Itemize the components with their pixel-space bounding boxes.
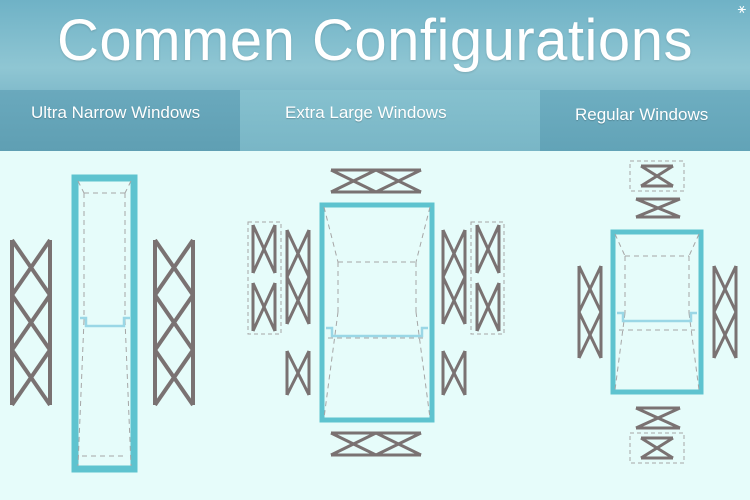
column-label-regular: Regular Windows bbox=[575, 105, 709, 124]
column-label-extra-large: Extra Large Windows bbox=[285, 103, 447, 122]
extra-large-left-dashed-box bbox=[247, 221, 282, 335]
extra-large-right-lower-truss-brace bbox=[441, 350, 467, 396]
ultra-narrow-left-truss-brace bbox=[10, 238, 52, 297]
ultra-narrow-right-truss-brace bbox=[153, 238, 195, 297]
extra-large-top-truss-brace bbox=[375, 168, 422, 194]
column-label-ultra-narrow: Ultra Narrow Windows bbox=[31, 103, 201, 122]
extra-large-mullion bbox=[326, 326, 428, 338]
ultra-narrow-interior-diag bbox=[124, 319, 132, 467]
ultra-narrow-right-truss-brace bbox=[153, 348, 195, 407]
extra-large-right-outer-truss-bottom-brace bbox=[475, 282, 501, 332]
regular-bottom-outer-truss-brace bbox=[640, 436, 674, 460]
regular-top-inner-truss-brace bbox=[635, 197, 681, 219]
extra-large-right-inner-truss-brace bbox=[441, 276, 467, 325]
regular-interior-diag bbox=[614, 233, 626, 257]
extra-large-right-dashed-box bbox=[470, 221, 505, 335]
ultra-narrow-left-truss-brace bbox=[10, 293, 52, 352]
ultra-narrow-window-frame bbox=[71, 174, 138, 473]
ultra-narrow-left-truss-brace bbox=[10, 348, 52, 407]
regular-right-truss-brace bbox=[712, 265, 738, 313]
header-band-center bbox=[240, 90, 540, 151]
extra-large-left-outer-truss-bottom-brace bbox=[251, 282, 277, 332]
extra-large-left-lower-truss-brace bbox=[285, 350, 311, 396]
ultra-narrow-interior-diag bbox=[77, 180, 85, 194]
header-banner bbox=[0, 0, 750, 151]
page-title: Commen Configurations bbox=[57, 8, 693, 73]
regular-left-truss-brace bbox=[577, 311, 603, 359]
extra-large-interior-diag bbox=[323, 206, 339, 263]
corner-glyph-icon: ⚹ bbox=[737, 0, 746, 16]
regular-mullion bbox=[617, 311, 697, 323]
extra-large-left-inner-truss-brace bbox=[285, 276, 311, 325]
extra-large-right-inner-truss-brace bbox=[441, 229, 467, 278]
regular-window-frame bbox=[610, 229, 704, 395]
ultra-narrow-mullion bbox=[80, 316, 130, 328]
extra-large-left-outer-truss-top-brace bbox=[251, 224, 277, 274]
regular-bottom-inner-truss-brace bbox=[635, 406, 681, 430]
header-band-left bbox=[0, 90, 240, 151]
extra-large-left-inner-truss-brace bbox=[285, 229, 311, 278]
regular-top-outer-truss-brace bbox=[640, 164, 674, 188]
extra-large-interior-diag bbox=[415, 206, 431, 263]
regular-right-truss-brace bbox=[712, 311, 738, 359]
regular-left-truss-brace bbox=[577, 265, 603, 313]
extra-large-right-outer-truss-top-brace bbox=[475, 224, 501, 274]
ultra-narrow-right-truss-brace bbox=[153, 293, 195, 352]
ultra-narrow-interior-diag bbox=[77, 319, 85, 467]
extra-large-window-frame bbox=[319, 202, 435, 423]
extra-large-bottom-truss-brace bbox=[330, 431, 377, 457]
regular-interior-diag bbox=[614, 312, 626, 391]
regular-interior-diag bbox=[688, 312, 700, 391]
regular-interior-diag bbox=[688, 233, 700, 257]
extra-large-bottom-truss-brace bbox=[375, 431, 422, 457]
ultra-narrow-interior-diag bbox=[124, 180, 132, 194]
extra-large-top-truss-brace bbox=[330, 168, 377, 194]
header-band-right bbox=[540, 90, 750, 151]
